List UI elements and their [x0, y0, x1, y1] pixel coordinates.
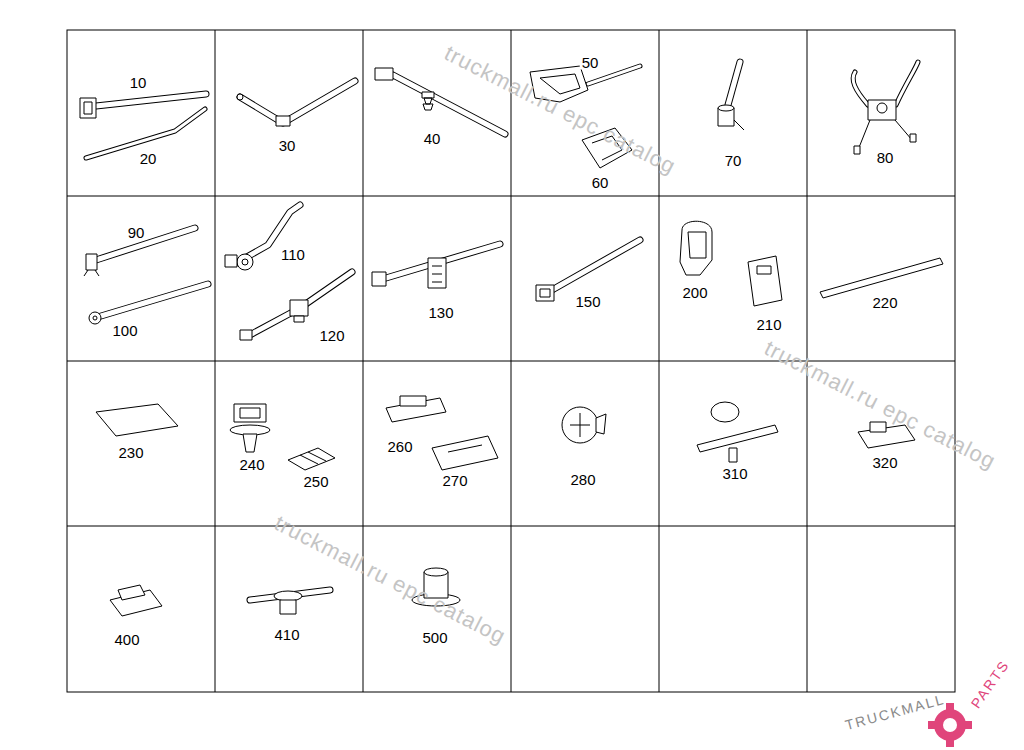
- watermark: truckmall.ru epc catalog: [441, 42, 679, 178]
- callout-number: 40: [422, 131, 443, 146]
- callout-number: 130: [426, 305, 455, 320]
- callout-number: 80: [875, 150, 896, 165]
- callout-number: 220: [870, 295, 899, 310]
- callout-number: 110: [279, 247, 307, 262]
- clips: [80, 66, 943, 616]
- callout-number: 280: [568, 472, 597, 487]
- logo-text: PARTS: [968, 657, 1011, 710]
- callout-number: 90: [126, 225, 147, 240]
- cable-ties: [86, 62, 918, 600]
- callout-number: 400: [112, 632, 141, 647]
- callout-number: 240: [237, 457, 266, 472]
- callout-number: 150: [573, 294, 602, 309]
- callout-number: 500: [420, 630, 449, 645]
- watermark: truckmall.ru epc catalog: [761, 337, 999, 473]
- watermark: truckmall.ru epc catalog: [271, 512, 509, 648]
- logo-text: TRUCKMALL: [844, 692, 947, 732]
- callout-number: 30: [277, 138, 298, 153]
- callout-number: 120: [317, 328, 346, 343]
- callout-number: 260: [385, 439, 414, 454]
- callout-number: 310: [720, 466, 749, 481]
- logo-gear: [928, 703, 972, 747]
- callout-number: 270: [440, 473, 469, 488]
- callout-number: 320: [870, 455, 899, 470]
- callout-number: 210: [754, 317, 783, 332]
- callout-number: 200: [680, 285, 709, 300]
- callout-number: 230: [116, 445, 145, 460]
- callout-number: 410: [272, 627, 301, 642]
- callout-number: 20: [138, 151, 159, 166]
- callout-number: 50: [580, 55, 601, 70]
- callout-number: 70: [723, 153, 744, 168]
- grid: [67, 30, 955, 692]
- callout-number: 250: [301, 474, 330, 489]
- callout-number: 60: [590, 175, 611, 190]
- callout-number: 100: [110, 323, 139, 338]
- callout-number: 10: [128, 75, 149, 90]
